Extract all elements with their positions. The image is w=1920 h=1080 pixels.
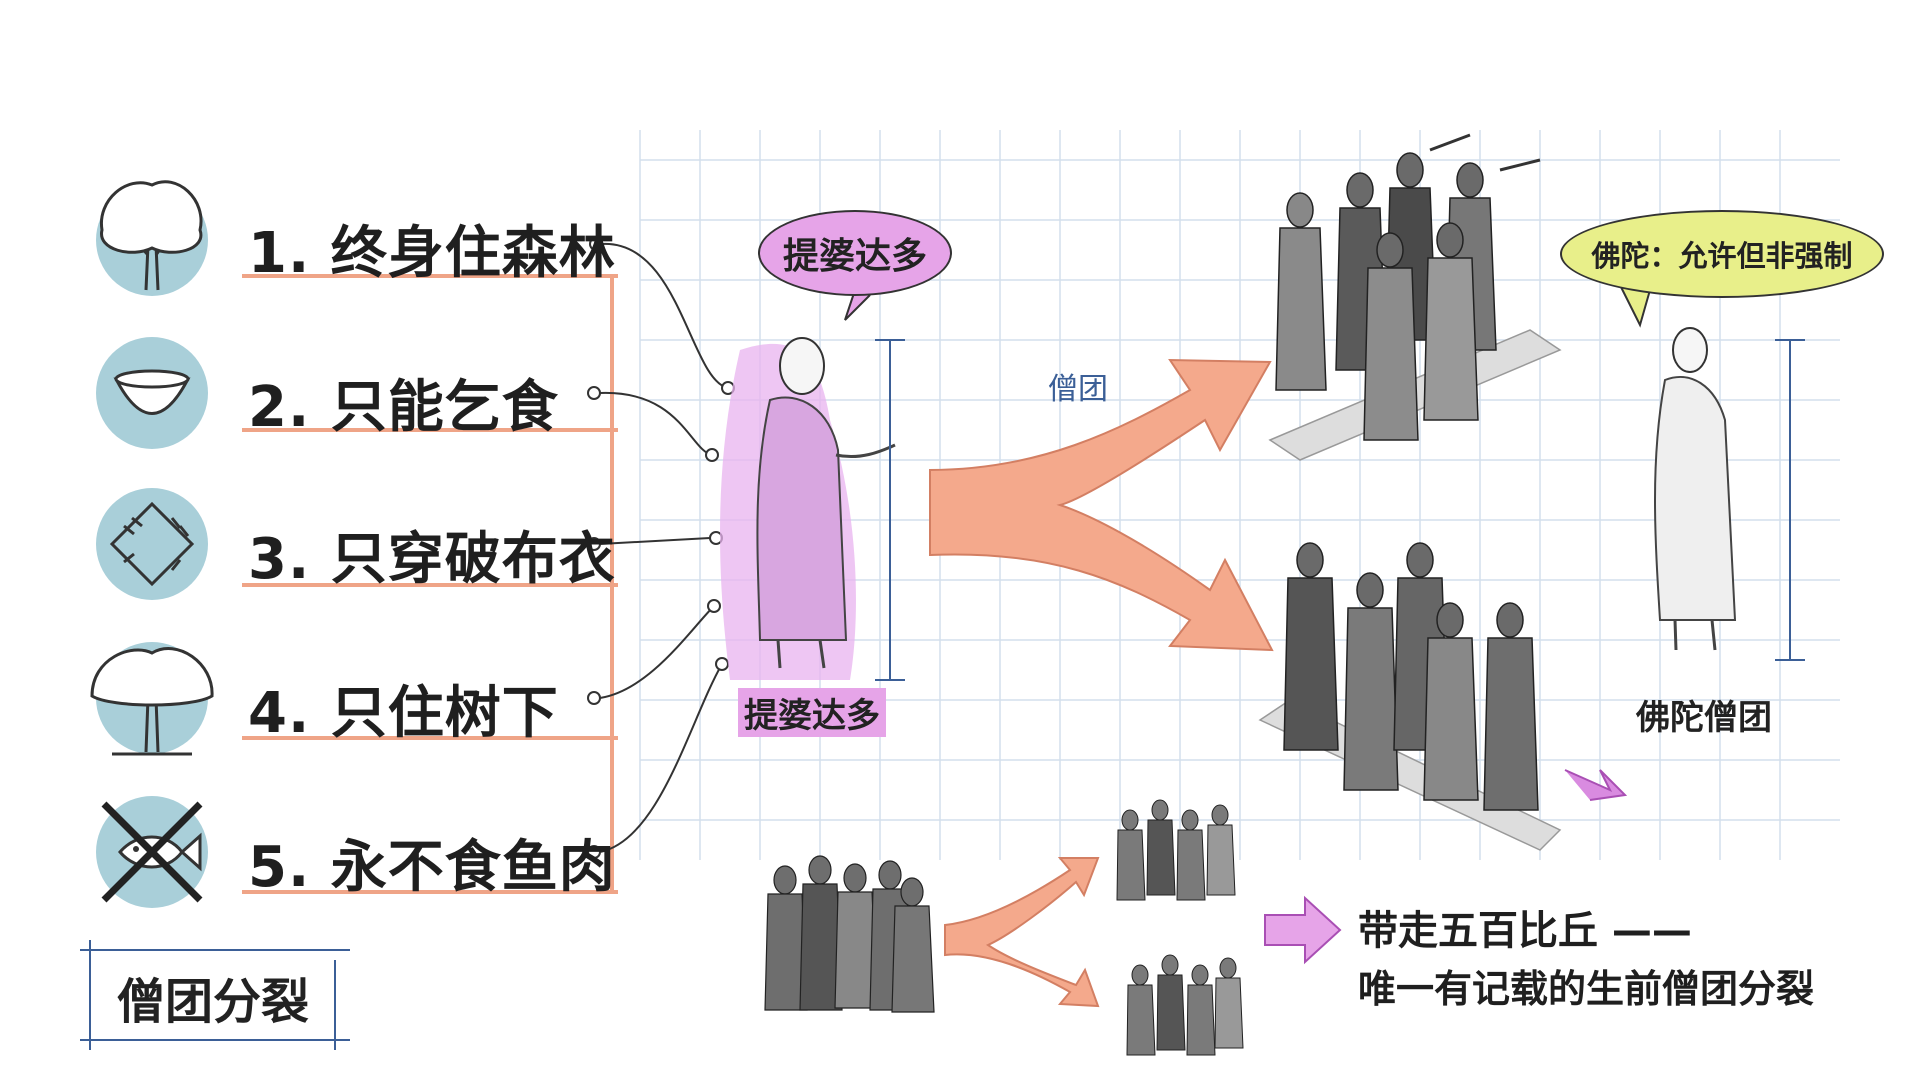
remaining-monks-group bbox=[1258, 542, 1628, 851]
under-tree-icon bbox=[90, 642, 214, 756]
rule-2-label: 2. 只能乞食 bbox=[248, 375, 559, 440]
rule-3-label: 3. 只穿破布衣 bbox=[248, 527, 616, 592]
rules-bracket bbox=[242, 274, 618, 894]
alms-bowl-icon bbox=[96, 337, 208, 449]
sangha-split-arrow bbox=[929, 358, 1274, 652]
patched-robe-icon bbox=[96, 488, 208, 600]
devadatta-label: 提婆达多 bbox=[738, 688, 886, 737]
rule-connectors bbox=[587, 237, 735, 859]
mini-split-scene bbox=[764, 799, 1342, 1056]
height-marker-buddha bbox=[1775, 339, 1805, 661]
buddha-speech-bubble: 佛陀：允许但非强制 bbox=[1560, 210, 1884, 298]
diagram-title: 僧团分裂 bbox=[116, 974, 309, 1030]
no-fish-icon bbox=[96, 796, 208, 908]
height-marker-devadatta bbox=[875, 339, 905, 681]
tree-icon bbox=[96, 180, 208, 296]
buddha-figure bbox=[1654, 327, 1737, 651]
devadatta-figure bbox=[720, 337, 896, 680]
departing-monks-group bbox=[1268, 133, 1562, 461]
rule-4-label: 4. 只住树下 bbox=[248, 681, 559, 746]
rule-1-label: 1. 终身住森林 bbox=[248, 221, 616, 286]
title-frame bbox=[80, 940, 350, 1050]
devadatta-speech-bubble: 提婆达多 bbox=[758, 210, 952, 296]
rule-5-label: 5. 永不食鱼肉 bbox=[248, 835, 616, 900]
sangha-label: 僧团 bbox=[1048, 372, 1108, 407]
buddha-sangha-label: 佛陀僧团 bbox=[1636, 698, 1772, 738]
note-line-2: 唯一有记载的生前僧团分裂 bbox=[1358, 967, 1815, 1011]
note-line-1: 带走五百比丘 —— bbox=[1358, 908, 1692, 954]
